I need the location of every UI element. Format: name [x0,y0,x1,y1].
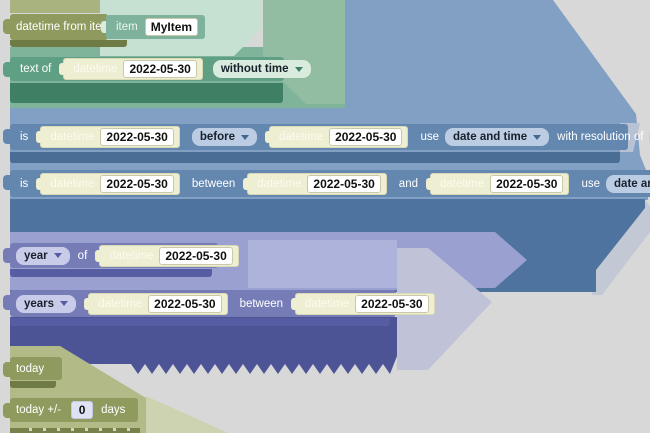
output-connector-tab [3,19,10,34]
dropdown-value: date and time [614,177,650,190]
clipped-text-fragment [18,428,130,431]
dropdown-unit[interactable]: years [16,294,77,313]
dropdown-use-mode[interactable]: date and time [606,174,650,193]
output-connector-tab [3,129,10,144]
output-connector-tab [3,175,10,190]
block-item[interactable]: item MyItem [101,15,206,39]
input-connector-tab [101,21,106,33]
datetime-label: datetime [278,131,324,143]
item-name-field[interactable]: MyItem [144,18,199,36]
chevron-down-icon [240,134,249,140]
block-shadow [10,318,390,326]
block-label: is [20,177,29,190]
datetime-value-field[interactable]: 2022-05-30 [100,174,174,193]
datetime-label: datetime [305,297,350,310]
between-label: between [239,297,284,310]
block-datetime-component[interactable]: year of datetime 2022-05-30 [3,243,239,268]
datetime-label: datetime [73,63,118,75]
input-connector-tab [95,249,101,262]
input-connector-tab [59,63,65,75]
block-datetime-difference[interactable]: years datetime 2022-05-30 between dateti… [3,290,435,317]
chevron-down-icon [294,66,303,72]
chevron-down-icon [60,301,69,306]
datetime-value-field[interactable]: 2022-05-30 [159,246,233,265]
datetime-value-field[interactable]: 2022-05-30 [123,60,197,78]
datetime-label: datetime [109,249,154,262]
datetime-label: datetime [50,177,95,190]
resolution-label: with resolution of [557,131,644,143]
dropdown-value: date and time [453,131,528,143]
between-label: between [191,177,236,190]
days-offset-field[interactable]: 0 [71,401,94,419]
datetime-value-field[interactable]: 2022-05-30 [355,294,429,313]
block-today-offset[interactable]: today +/- 0 days [3,398,138,422]
datetime-value-block[interactable]: datetime 2022-05-30 [36,172,180,195]
dropdown-value: before [199,131,235,143]
block-label: today +/- [16,404,62,416]
input-connector-tab [264,131,270,143]
block-text-of-datetime[interactable]: text of datetime 2022-05-30 without time [3,57,311,81]
item-label: item [116,21,138,33]
dropdown-unit[interactable]: year [16,246,70,265]
dropdown-without-time[interactable]: without time [212,60,311,78]
input-connector-tab [36,131,42,143]
output-connector-tab [3,362,10,377]
of-label: of [77,249,88,262]
datetime-value-block[interactable]: datetime 2022-05-30 [95,244,239,267]
datetime-value-field[interactable]: 2022-05-30 [329,128,403,146]
block-partially-visible[interactable] [10,428,140,433]
block-datetime-compare[interactable]: is datetime 2022-05-30 before datetime 2… [3,124,650,150]
output-connector-tab [3,248,10,263]
datetime-label: datetime [439,177,485,190]
datetime-value-field[interactable]: 2022-05-30 [148,294,222,313]
block-shadow [10,381,56,388]
dropdown-value: years [24,297,55,310]
dropdown-use-mode[interactable]: date and time [445,128,550,146]
block-shadow [10,40,127,47]
dropdown-value: year [24,249,48,262]
datetime-value-field[interactable]: 2022-05-30 [100,128,174,146]
block-label: today [16,362,45,375]
datetime-value-field[interactable]: 2022-05-30 [490,174,564,193]
datetime-label: datetime [98,297,143,310]
block-shadow [10,83,283,103]
datetime-value-field[interactable]: 2022-05-30 [307,174,381,193]
input-connector-tab [291,297,297,310]
datetime-value-block[interactable]: datetime 2022-05-30 [291,292,435,315]
block-shadow [10,269,212,277]
input-connector-tab [243,177,249,190]
days-label: days [101,404,126,416]
block-datetime-from-item[interactable]: datetime from item [3,14,112,40]
datetime-value-block[interactable]: datetime 2022-05-30 [59,58,203,80]
and-label: and [398,177,418,190]
datetime-value-block[interactable]: datetime 2022-05-30 [264,126,409,148]
output-connector-tab [3,403,10,418]
block-label: datetime from item [16,21,112,33]
use-label: use [581,177,601,190]
output-connector-tab [3,295,10,310]
block-shadow [10,152,620,163]
input-connector-tab [425,177,431,190]
input-connector-tab [84,297,90,310]
dropdown-value: without time [220,63,289,75]
datetime-value-block[interactable]: datetime 2022-05-30 [243,172,387,195]
dropdown-operator[interactable]: before [191,128,257,146]
block-today[interactable]: today [3,357,62,380]
datetime-label: datetime [257,177,302,190]
chevron-down-icon [53,253,62,258]
block-label: is [20,131,29,143]
chevron-down-icon [533,134,542,140]
datetime-label: datetime [50,131,95,143]
output-connector-tab [3,62,10,77]
datetime-value-block[interactable]: datetime 2022-05-30 [425,172,570,195]
input-connector-tab [36,177,42,190]
datetime-value-block[interactable]: datetime 2022-05-30 [84,292,228,315]
block-label: text of [20,63,52,75]
block-datetime-between-check[interactable]: is datetime 2022-05-30 between datetime … [3,170,650,197]
datetime-value-block[interactable]: datetime 2022-05-30 [36,126,180,148]
use-label: use [420,131,440,143]
